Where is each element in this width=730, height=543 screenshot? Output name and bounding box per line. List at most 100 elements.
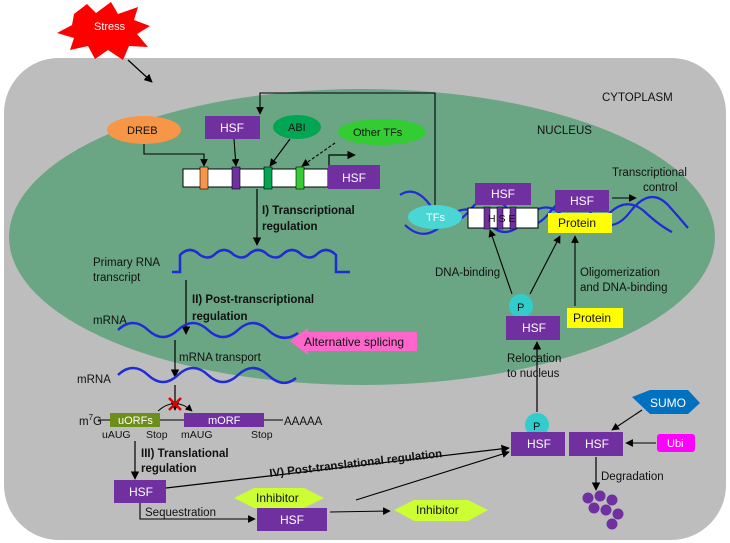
maug-label: mAUG [181,429,213,441]
hsf-top-node [205,116,260,139]
stop-label-2: Stop [251,429,273,441]
mrna-label-1: mRNA [93,315,127,327]
p-mid-label: P [517,302,524,314]
translational-label-2: regulation [141,463,197,475]
primary-rna-label-1: Primary RNA [93,257,160,269]
abi-to-site-arrow [269,138,291,167]
alt-splicing-label: Alternative splicing [304,335,404,349]
hsf-nuc-left-node [475,183,531,205]
tfs-label: TFs [426,212,445,224]
inhibitor-to-hsf-arrow [355,450,510,501]
hse-block-1 [483,206,491,230]
protein-mid-node [567,308,623,328]
inhibitor-right-node [394,500,488,521]
hsf-ubi-target-label: HSF [585,437,609,451]
transcriptional-regulation-label-1: I) Transcriptional [262,205,355,217]
m7g-label: m7G [79,413,102,428]
morf-node [184,413,264,427]
degradation-label: Degradation [601,471,664,483]
transcriptional-control-label-1: Transcriptional [612,167,687,179]
post-translational-arrow [165,444,510,489]
hsf-mid-node [506,316,560,340]
primary-rna-label-2: transcript [93,272,141,284]
stress-label: Stress [94,21,126,33]
uorfs-node [110,413,160,427]
hsf-translation-node [114,480,166,503]
post-transcriptional-label-1: II) Post-transcriptional [192,294,314,306]
dreb-binding-site [199,166,209,190]
sequestration-arrow [139,503,256,523]
nucleus-label: NUCLEUS [537,125,592,137]
sequestration-label: Sequestration [145,507,216,519]
stop-label-1: Stop [146,429,168,441]
protein-top-label: Protein [558,216,596,230]
p-mid-node [509,294,533,318]
protein-mid-label: Protein [573,311,611,325]
dreb-label: DREB [127,125,158,137]
protein-top-node [548,213,612,233]
dna-binding-arrow [488,229,513,295]
degraded-fragments [582,490,624,530]
stress-burst [57,2,150,60]
translational-label-1: III) Translational [141,448,229,460]
oligomerization-label-1: Oligomerization [580,267,660,279]
abi-node [273,115,321,139]
mrna-wave-1 [117,321,299,339]
hse-block-2 [496,206,504,230]
uaug-label: uAUG [102,429,131,441]
uorfs-label: uORFs [118,415,153,427]
hsf-sequestered-label: HSF [280,513,304,527]
hsf-ubi-target-node [569,432,623,456]
dreb-node [107,116,181,144]
abi-binding-site [263,166,273,190]
inhibitor-release-arrow [329,507,391,515]
block-x-icon [168,397,182,411]
tss-arrow [328,150,356,165]
hsf-p-bottom-label: HSF [527,437,551,451]
hse-label: H S E [488,213,515,225]
aaaaa-label: AAAAA [284,416,323,428]
mrna-wave-2 [117,366,297,384]
other-tfs-label: Other TFs [353,127,403,139]
hsf-top-label: HSF [220,121,244,135]
hsf-nuc-right-node [555,190,609,212]
other-tfs-node [338,119,426,145]
other-tfs-to-site-arrow [301,142,336,167]
tfs-node [408,205,462,229]
mrna-label-2: mRNA [77,374,111,386]
ubi-node [657,434,695,452]
hsf-nuc-right-label: HSF [570,194,594,208]
relocation-label-1: Relocation [507,353,561,365]
hsf-binding-site [231,166,241,190]
inhibitor-right-label: Inhibitor [416,503,459,517]
hsf-p-bottom-node [511,432,565,456]
p-bottom-label: P [533,421,540,433]
dna-binding-label: DNA-binding [435,267,500,279]
hsf-translation-label: HSF [129,485,153,499]
alt-splicing-node [290,328,417,355]
sumo-node [632,390,700,414]
hsf-sequestered-node [257,508,327,531]
cytoplasm-label: CYTOPLASM [602,92,673,104]
hsf-to-protein-arrow [529,235,561,295]
morf-label: mORF [208,415,241,427]
hsf-gene-node [328,165,380,189]
hsf-nuc-left-label: HSF [491,187,515,201]
ubi-label: Ubi [667,438,684,450]
dreb-to-site-arrow [143,144,208,167]
feedback-arrow [256,92,436,205]
inhibitor-left-label: Inhibitor [256,491,299,505]
hsf-mid-label: HSF [522,321,546,335]
oligomerization-label-2: and DNA-binding [580,282,668,294]
transcriptional-regulation-label-2: regulation [262,221,318,233]
hse-block-3 [509,206,517,230]
inhibitor-left-node [234,488,324,508]
sumo-arrow [611,409,643,431]
transcriptional-control-label-2: control [643,182,678,194]
mrna-transport-label: mRNA transport [179,352,262,364]
abi-label: ABI [288,122,306,134]
relocation-label-2: to nucleus [507,368,560,380]
hsf-to-site-arrow [231,138,240,167]
stress-arrow [127,59,153,83]
hsf-gene-label: HSF [342,171,366,185]
